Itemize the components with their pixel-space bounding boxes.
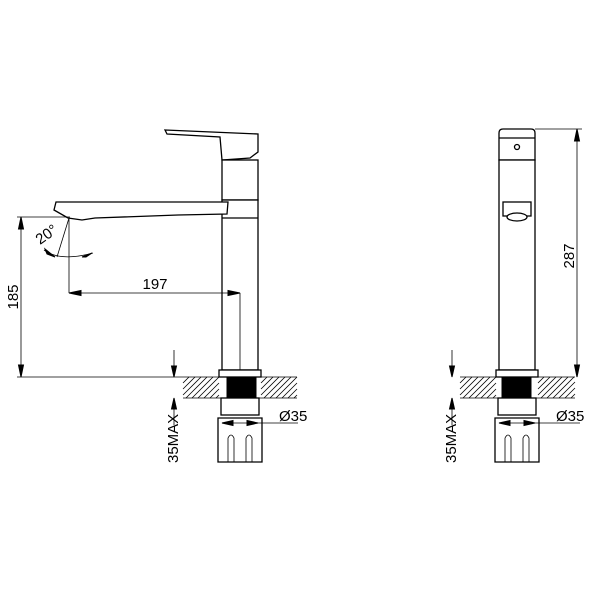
column [498,159,536,371]
hatch-line [462,376,485,399]
angle-label: 20° [33,221,61,248]
front-view: 287 35MAX Ø35 [443,128,584,463]
hatch-line [459,376,479,396]
connector-grooves [227,434,253,462]
angle-arrows [43,247,93,258]
aerator [506,212,528,222]
hatch-line [459,376,473,390]
dim-287-label: 287 [561,243,578,268]
base-ring [495,369,539,378]
angle-ray [56,217,70,258]
hatch-line [269,376,292,399]
hatch-line [260,376,268,384]
hatch-line [203,382,220,399]
hatch-line [215,394,220,399]
hatch-line [537,376,545,384]
hatch-line [492,394,497,399]
hatch-line [537,376,557,396]
dim-197-arrows [68,289,241,297]
lever-handle [163,129,259,161]
dim-35max-label: 35MAX [165,414,182,463]
hatch-line [546,376,569,399]
hatch-line [293,394,298,399]
hatch-line [260,376,274,390]
shank-nut [497,397,537,416]
hatch-line [558,381,576,399]
dim-287-arrows [573,128,581,378]
hatch-line [540,376,563,399]
dim-185-arrows [17,216,25,378]
hatch-line [275,376,298,399]
hatch-line [537,376,551,390]
hatch-line [182,376,202,396]
hatch-line [185,376,208,399]
hatch-line [570,393,576,399]
mixer-body [221,159,259,201]
connector [217,417,263,463]
base-ring [218,369,262,378]
dim-dia-arrows [221,419,259,427]
connector-grooves [504,434,530,462]
dim-197-label: 197 [142,276,167,293]
hatch-line [474,376,497,399]
dim-185-label: 185 [5,284,22,309]
hatch-line [564,387,576,399]
hatch-line [281,382,298,399]
dim-35max-arrows [448,365,456,410]
hatch-line [209,388,220,399]
countertop-section-left [182,376,298,399]
dim-35max-label: 35MAX [443,414,460,463]
hatch-line [486,388,497,399]
connector [494,417,540,463]
hatch-line [459,376,467,384]
hatch-line [191,376,214,399]
hatch-line [468,376,491,399]
indicator-dot [513,143,521,151]
hatch-line [480,382,497,399]
hatch-line [287,388,298,399]
shank-nut [220,397,260,416]
hatch-line [182,376,190,384]
dim-dia-label: Ø35 [279,408,307,425]
spout [53,201,229,221]
side-view: 185 197 20° 35MAX Ø35 [5,129,307,463]
dim-dia-label: Ø35 [556,408,584,425]
dim-dia-arrows [498,419,536,427]
hatch-line [197,376,220,399]
mounting-shank-section [501,376,532,399]
mounting-shank-section [226,376,257,399]
countertop-section-right [459,376,576,399]
hatch-line [260,376,280,396]
hatch-line [552,376,575,399]
dim-35max-arrows [170,365,178,410]
hatch-line [182,376,196,390]
hatch-line [263,376,286,399]
